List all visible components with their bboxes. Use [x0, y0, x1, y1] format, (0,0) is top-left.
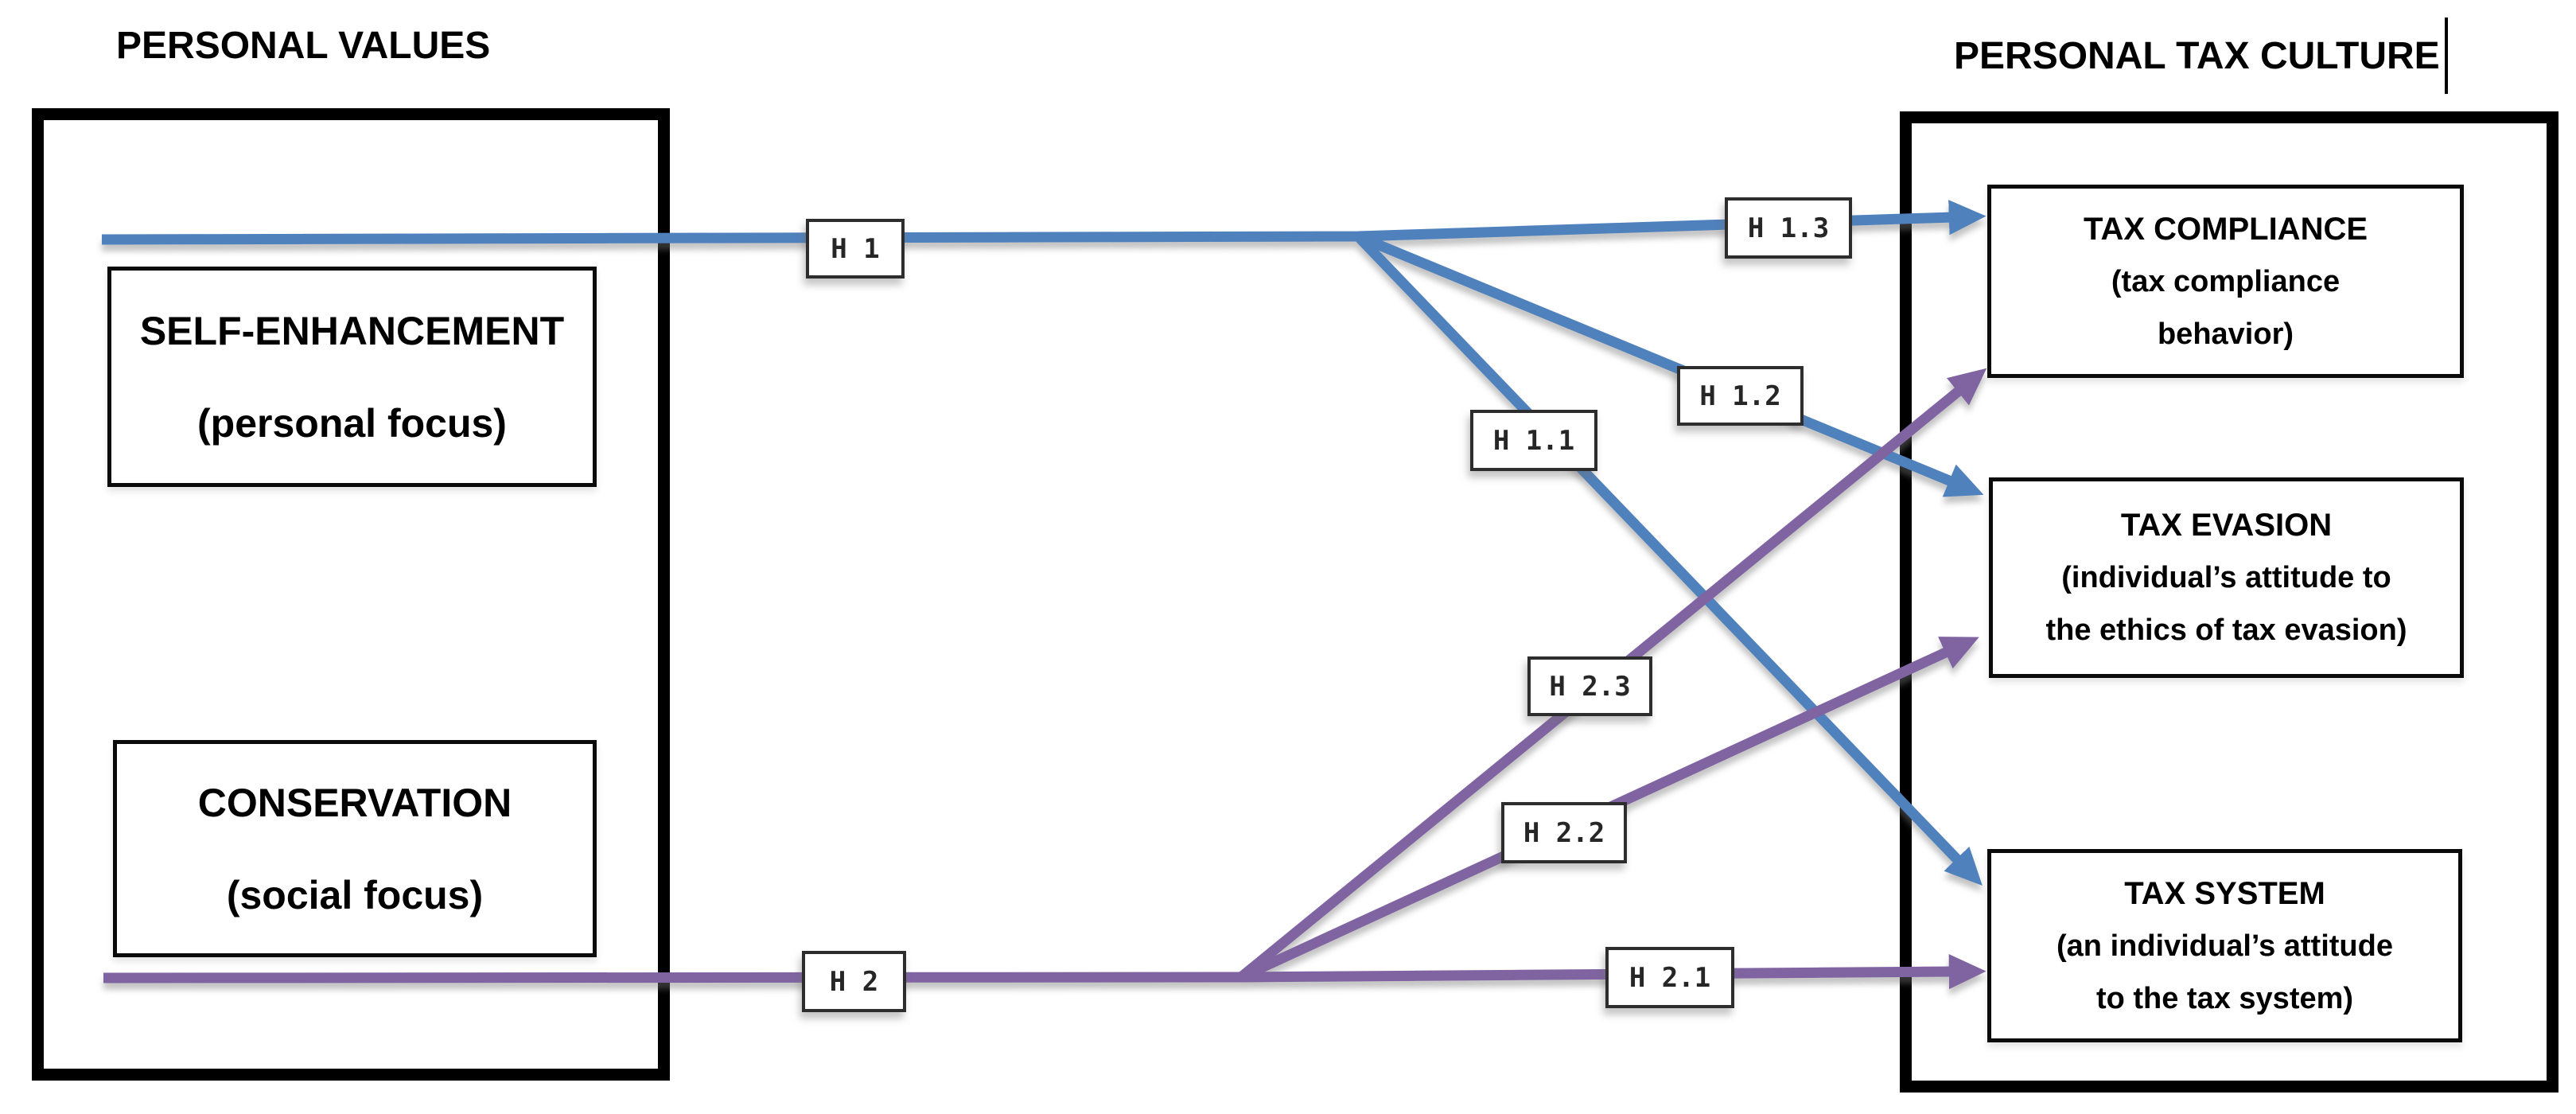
tax-evasion-box: TAX EVASION (individual’s attitude to th… [1989, 477, 2464, 678]
left-panel-title: PERSONAL VALUES [116, 24, 490, 68]
h2-3-label: H 2.3 [1527, 656, 1652, 716]
h1-3-label: H 1.3 [1725, 197, 1852, 259]
h1_1-arrow [1354, 232, 1983, 886]
left-panel-title-text: PERSONAL VALUES [116, 25, 491, 67]
tax-system-subtitle-2: to the tax system) [2095, 981, 2354, 1015]
conservation-box: CONSERVATION (social focus) [113, 740, 597, 957]
tax-system-subtitle-1: (an individual’s attitude [2057, 929, 2393, 963]
tax-compliance-box: TAX COMPLIANCE (tax compliance behavior) [1987, 185, 2464, 378]
text-cursor [2444, 18, 2448, 94]
tax-compliance-title: TAX COMPLIANCE [2083, 211, 2368, 247]
tax-system-box: TAX SYSTEM (an individual’s attitude to … [1987, 849, 2462, 1042]
personal-values-panel [32, 108, 670, 1081]
self-enhancement-subtitle: (personal focus) [197, 400, 507, 446]
h1-label: H 1 [806, 219, 905, 278]
h1_2-arrow [1356, 231, 1984, 497]
conservation-title: CONSERVATION [197, 780, 512, 825]
right-panel-title-text: PERSONAL TAX CULTURE [1954, 34, 2440, 77]
h2-2-label: H 2.2 [1501, 802, 1627, 863]
self-enhancement-box: SELF-ENHANCEMENT (personal focus) [107, 267, 597, 487]
tax-evasion-title: TAX EVASION [2120, 508, 2333, 543]
tax-compliance-subtitle-1: (tax compliance [2111, 264, 2341, 298]
h2-1-label: H 2.1 [1605, 947, 1734, 1008]
right-panel-title: PERSONAL TAX CULTURE [1954, 18, 2448, 94]
tax-evasion-subtitle-2: the ethics of tax evasion) [2045, 613, 2407, 647]
self-enhancement-title: SELF-ENHANCEMENT [139, 308, 565, 353]
h2-label: H 2 [802, 951, 906, 1012]
h1-2-label: H 1.2 [1677, 366, 1804, 426]
conservation-subtitle: (social focus) [226, 872, 484, 917]
tax-evasion-subtitle-1: (individual’s attitude to [2061, 561, 2391, 594]
tax-compliance-subtitle-2: behavior) [2157, 317, 2294, 351]
h1-1-label: H 1.1 [1470, 410, 1597, 471]
tax-system-title: TAX SYSTEM [2124, 875, 2325, 911]
